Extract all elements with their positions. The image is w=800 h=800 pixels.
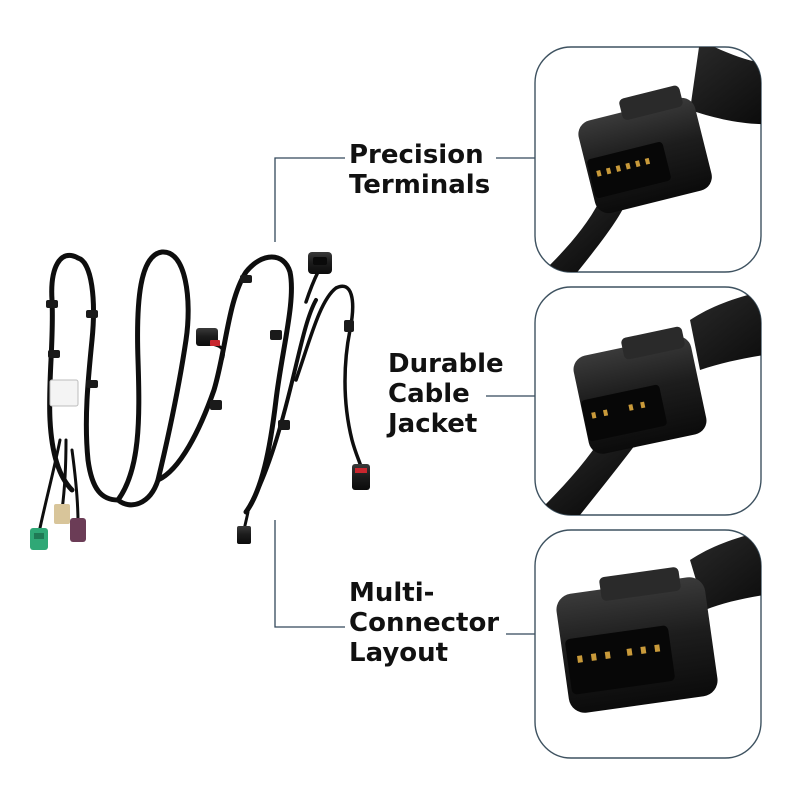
callout-line: Cable [388,379,470,409]
detail-panel-multi-connector-layout [534,529,762,759]
harness-cable-top-lead [304,270,320,304]
callout-precision-terminals: Precision Terminals [349,140,490,200]
callout-line: Precision [349,140,484,170]
harness-tan-connector [54,504,70,524]
callout-line: Terminals [349,170,491,200]
callout-line: Multi- [349,578,435,608]
harness-cable-purple-lead [70,448,80,524]
harness-cable-left-inner [75,255,121,503]
callout-multi-connector-layout: Multi- Connector Layout [349,578,499,668]
harness-cable-green-lead [38,438,62,530]
harness-clips [46,275,354,430]
harness-cable-right-branch [244,298,318,514]
leader-line-bottom [274,520,345,628]
harness-red-latch-connector [196,328,220,346]
callout-line: Jacket [388,409,478,439]
leader-line-top [274,157,345,242]
wire-harness [38,249,364,534]
harness-purple-connector [70,518,86,542]
harness-bottom-connector [237,526,251,544]
callout-durable-cable-jacket: Durable Cable Jacket [388,349,504,439]
harness-label-tag [49,379,79,407]
callout-line: Connector [349,608,500,638]
harness-green-connector [30,528,48,550]
detail-panel-precision-terminals [534,46,762,273]
harness-right-connector [352,464,370,490]
harness-cable-left-loop [47,253,81,493]
leader-lines [274,157,536,635]
harness-cable-right-loop [155,254,294,515]
callout-line: Durable [388,349,504,379]
harness-top-connector [308,252,332,274]
callout-line: Layout [349,638,449,668]
detail-panel-durable-cable-jacket [534,286,762,516]
harness-cable-far-right [294,284,364,472]
